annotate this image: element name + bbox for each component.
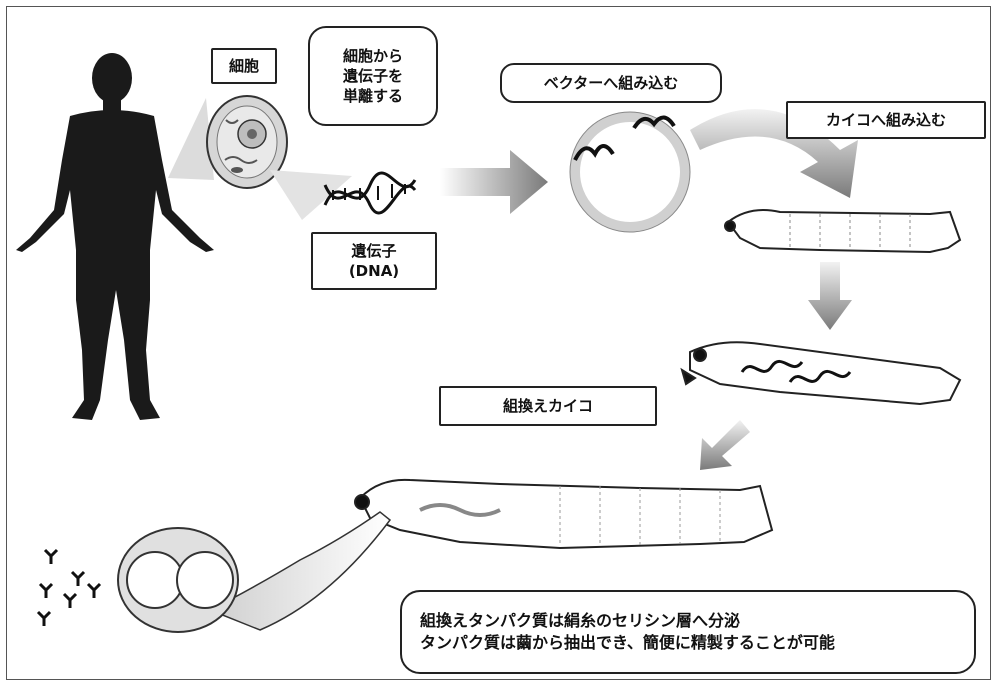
silk-fiber-icon <box>117 511 392 633</box>
zoom-beam-icon <box>168 98 214 180</box>
label-gene-dna: 遺伝子 (DNA) <box>311 232 437 290</box>
arrow-right-icon <box>440 150 548 214</box>
label-cell: 細胞 <box>211 48 277 84</box>
dna-helix-icon <box>323 171 417 215</box>
note-line-1: 組換えタンパク質は絹糸のセリシン層へ分泌 <box>420 611 741 631</box>
note-line-2: タンパク質は繭から抽出でき、簡便に精製することが可能 <box>420 633 835 652</box>
silkworm-dna-icon <box>680 341 962 406</box>
label-isolate-gene: 細胞から 遺伝子を 単離する <box>308 26 438 126</box>
note-box: 組換えタンパク質は絹糸のセリシン層へ分泌 タンパク質は繭から抽出でき、簡便に精製… <box>400 590 976 674</box>
human-silhouette <box>16 53 214 420</box>
diagram-frame <box>6 6 991 680</box>
vector-plasmid-icon <box>569 111 691 233</box>
recombinant-silkworm-icon <box>354 478 774 550</box>
zoom-beam-dna-icon <box>270 170 352 220</box>
label-recombinant-silkworm: 組換えカイコ <box>439 386 657 426</box>
silkworm-icon <box>724 209 962 254</box>
arrow-diagonal-icon <box>700 420 750 470</box>
label-into-silkworm: カイコへ組み込む <box>786 101 986 139</box>
cell-icon <box>206 95 288 189</box>
protein-molecules-icon <box>36 548 102 626</box>
arrow-down-icon <box>808 262 852 330</box>
label-into-vector: ベクターへ組み込む <box>500 63 722 103</box>
